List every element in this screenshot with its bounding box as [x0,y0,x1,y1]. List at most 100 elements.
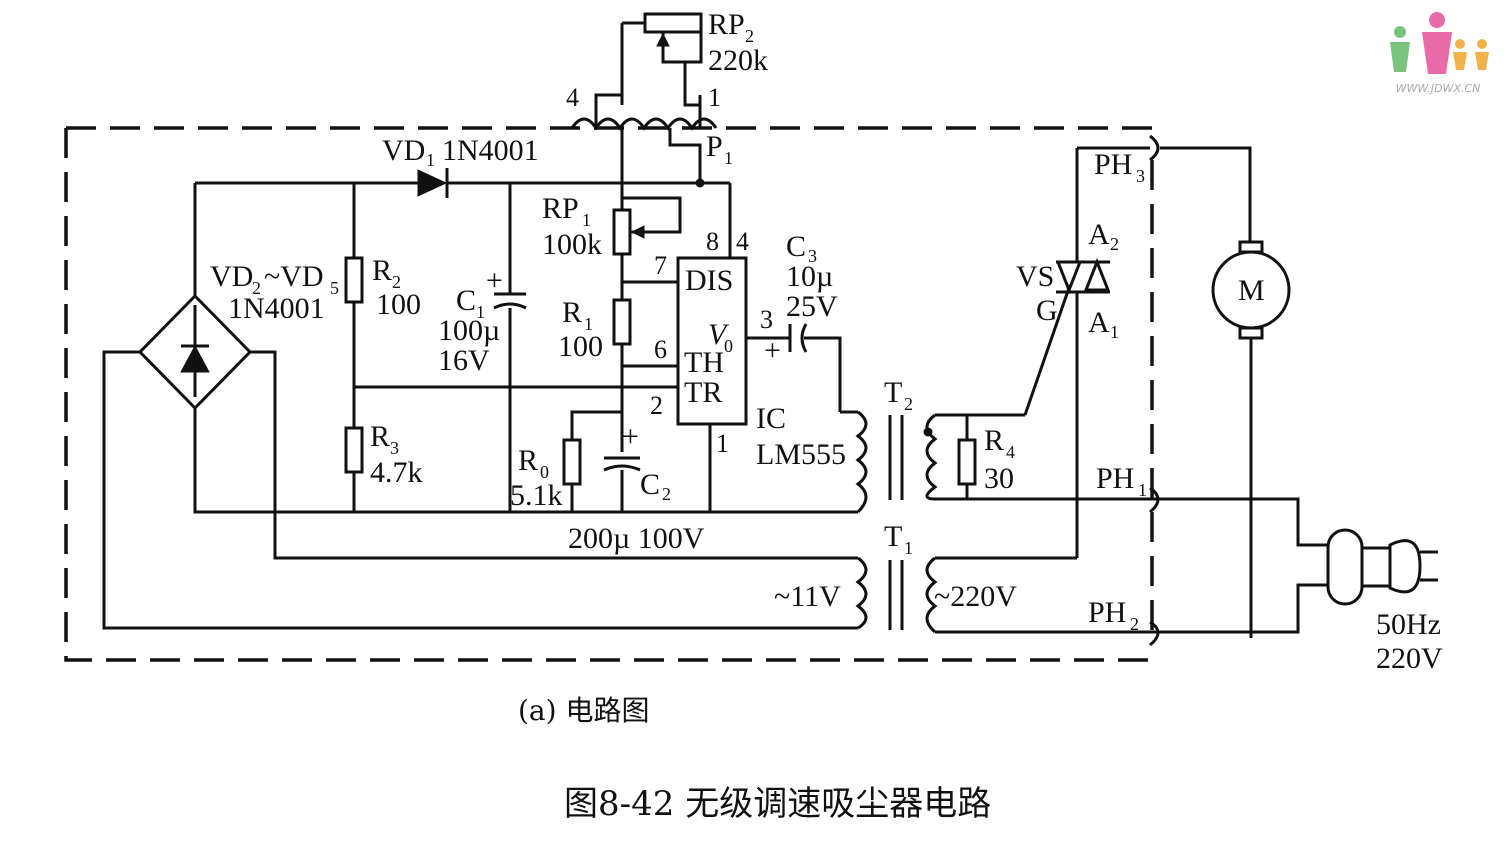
plug-pins [1149,134,1328,647]
ic-th: TH [684,346,724,379]
c2-label: C [640,468,660,501]
rp2-label: RP [708,8,745,41]
c2-value: 200µ 100V [568,522,705,555]
sub-caption: (a) 电路图 [518,694,649,727]
c1-voltage: 16V [438,344,490,377]
ph1-sub: 1 [1138,480,1147,500]
ph3-label: PH [1094,148,1132,181]
t1-transformer [855,556,1160,634]
c3-label: C [786,230,806,263]
ic-pin-7: 7 [654,251,667,280]
t1-sub: 1 [904,538,913,558]
r1-sub: 1 [584,314,593,334]
c3-sub: 3 [808,246,817,266]
ic-dis: DIS [685,264,733,297]
triac-vs [1023,146,1150,558]
c1-sub: 1 [476,302,485,322]
c3-value: 10µ [786,260,833,293]
r0-sub: 0 [540,462,549,482]
r3-label: R [370,420,390,453]
vd1-part: 1N4001 [442,134,539,167]
motor-label: M [1238,274,1265,307]
coil-pin-4: 4 [566,83,579,112]
r4-value: 30 [984,462,1014,495]
vs-a1-sub: 1 [1110,322,1119,342]
watermark-logo: WWW.JDWX.CN [1390,12,1489,95]
rp2-potentiometer [594,12,703,107]
r4-sub: 4 [1006,442,1015,462]
bridge-sub2: 5 [330,278,339,298]
motor [1211,240,1291,638]
ic-pin-1: 1 [716,429,729,458]
r0-value: 5.1k [510,479,563,512]
r2-value: 100 [376,288,421,321]
r2-label: R [372,254,392,287]
c3-plus: + [764,334,781,367]
r2-sub: 2 [392,272,401,292]
rp2-value: 220k [708,44,768,77]
ic-pin-4: 4 [736,227,749,256]
ic-pin-2: 2 [650,391,663,420]
mains-plug [1326,528,1438,606]
p1-coil [570,105,718,183]
vs-a2: A [1088,218,1110,251]
rp1-sub: 1 [582,210,591,230]
rp1-label: RP [542,192,579,225]
ic-vo-sub: 0 [724,336,733,356]
c1-plus: + [486,264,503,297]
ic-pin-6: 6 [654,335,667,364]
t1-label: T [884,520,902,553]
t2-transformer [840,410,1160,514]
t1-primary-voltage: ~220V [934,580,1017,613]
c1-capacitor [493,183,527,512]
ph2-sub: 2 [1130,614,1139,634]
r3-sub: 3 [390,438,399,458]
vs-a2-sub: 2 [1110,234,1119,254]
t2-label: T [884,376,902,409]
coil-pin-1: 1 [708,83,721,112]
rp2-sub: 2 [745,26,754,46]
ic-pin-3: 3 [760,305,773,334]
bridge-sub1: 2 [252,278,261,298]
p1-sub: 1 [724,148,733,168]
vs-a1: A [1088,306,1110,339]
mains-frequency: 50Hz [1376,608,1441,641]
ph2-label: PH [1088,596,1126,629]
bridge-rectifier [102,183,858,630]
ic-tr: TR [684,376,722,409]
c1-value: 100µ [438,314,500,347]
p1-label: P [706,130,723,163]
ic-label: IC [756,402,786,435]
watermark-text: WWW.JDWX.CN [1396,82,1481,95]
bridge-label: VD [210,260,253,293]
c3-capacitor [788,323,842,412]
t2-sub: 2 [904,394,913,414]
figure-title: 图8-42 无级调速吸尘器电路 [564,784,991,824]
ic-vo: V [708,318,730,351]
vd1-diode [417,168,449,198]
c3-voltage: 25V [786,290,838,323]
r1-label: R [562,296,582,329]
t1-secondary-voltage: ~11V [774,580,841,613]
ic-pin-8: 8 [706,227,719,256]
vd1-label: VD [382,134,425,167]
r0-label: R [518,444,538,477]
ph3-sub: 3 [1136,166,1145,186]
ph1-label: PH [1096,462,1134,495]
enclosure-boundary [64,126,1152,662]
bridge-tilde: ~VD [264,260,324,293]
vs-label: VS [1016,260,1054,293]
vd1-sub: 1 [426,150,435,170]
mains-voltage: 220V [1376,642,1443,675]
r1-value: 100 [558,330,603,363]
r4-label: R [984,424,1004,457]
ic-part: LM555 [756,438,846,471]
lm555-ic [676,183,790,512]
rp1-r1-chain [562,183,682,512]
bridge-part: 1N4001 [228,292,325,325]
c2-sub: 2 [662,484,671,504]
r2-r3-divider [344,183,680,512]
rp1-value: 100k [542,228,602,261]
c2-plus: + [622,420,639,453]
